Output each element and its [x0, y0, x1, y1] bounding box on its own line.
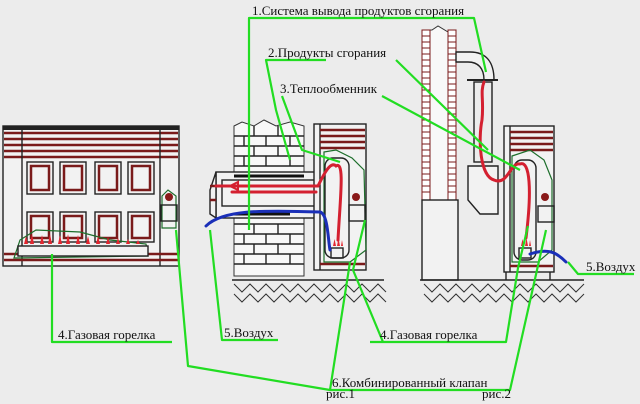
flue-pipe: [455, 51, 499, 215]
gas-burner-icon: [17, 245, 149, 257]
combined-valve-box: [160, 204, 178, 222]
label-gas-burner-center: 4.Газовая горелка: [380, 327, 478, 342]
leader-heat-exchanger-1: [280, 95, 341, 164]
leader-exhaust-system: [247, 16, 488, 230]
burner-box-fig1: [330, 247, 344, 259]
leader-heat-exchanger-2: [381, 95, 521, 171]
ground-hatch-fig1: [232, 279, 387, 303]
valve-knob-icon: [165, 193, 173, 201]
caption-fig1: рис.1: [326, 386, 355, 401]
heat-exchanger-fig2: [513, 159, 537, 261]
leader-combustion-products-2: [395, 59, 489, 151]
leader-lines: [50, 16, 634, 392]
label-exhaust-system: 1.Система вывода продуктов сгорания: [252, 3, 464, 18]
leader-gas-burner-center: [351, 219, 530, 344]
hot-gas-flow-fig2: [478, 80, 531, 240]
ground-hatch-fig2: [420, 279, 585, 303]
label-heat-exchanger: 3.Теплообменник: [280, 81, 378, 96]
fig1-through-wall-install: [204, 119, 387, 303]
label-air-left: 5.Воздух: [224, 325, 274, 340]
air-intake-flow-fig2: [528, 249, 568, 264]
label-air-right: 5.Воздух: [586, 259, 636, 274]
caption-fig2: рис.2: [482, 386, 511, 401]
leader-combustion-products-1: [264, 58, 326, 161]
air-intake-flow: [204, 209, 332, 252]
leader-air-right: [567, 261, 634, 276]
front-panels: [26, 161, 155, 243]
hot-gas-flow: [214, 163, 343, 242]
convector-front-view: [2, 125, 180, 267]
label-gas-burner-left: 4.Газовая горелка: [58, 327, 156, 342]
flow-arrow-icon: [227, 180, 239, 192]
top-fins: [4, 131, 178, 159]
chimney: [421, 25, 459, 281]
leader-combined-valve: [174, 229, 548, 392]
leader-gas-burner-left: [50, 254, 172, 344]
label-combustion-products: 2.Продукты сгорания: [268, 45, 386, 60]
label-combined-valve: 6.Комбинированный клапан: [332, 375, 487, 390]
leader-air-left: [208, 229, 278, 342]
flame-icons: [24, 234, 140, 244]
fig2-chimney-install: [420, 25, 585, 303]
